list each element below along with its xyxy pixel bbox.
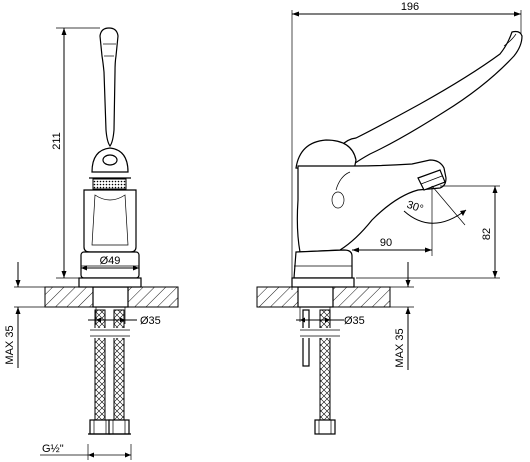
side-view: 196 Ø35 — [256, 1, 523, 435]
front-view: 211 Ø49 Ø35 MAX 35 G½" — [4, 27, 179, 460]
lever-handle — [99, 27, 119, 148]
hose-left — [94, 309, 106, 423]
max-thickness-right-label: MAX 35 — [394, 328, 406, 367]
hose-nut-left — [89, 419, 111, 435]
hose-nut-right — [108, 419, 130, 435]
faucet-base-side — [293, 249, 353, 279]
hose-nut-side — [314, 419, 336, 435]
mounting-hole — [92, 286, 129, 308]
lever-handle-side — [329, 30, 523, 173]
aerator — [92, 178, 127, 190]
hose-right — [113, 309, 125, 423]
overall-length-label: 196 — [401, 1, 419, 13]
hole-diameter-front-label: Ø35 — [140, 315, 161, 327]
spout-height-label: 82 — [481, 228, 493, 240]
spout-reach-label: 90 — [380, 237, 392, 249]
hole-diameter-side-label: Ø35 — [344, 315, 365, 327]
cartridge-cap-side — [295, 139, 357, 171]
hose-side — [319, 309, 331, 423]
spout-angle-label: 30° — [405, 199, 425, 216]
height-dimension-label: 211 — [51, 132, 63, 150]
body-diameter-label: Ø49 — [100, 255, 121, 267]
max-thickness-left-label: MAX 35 — [4, 325, 16, 364]
thread-label: G½" — [42, 443, 64, 455]
